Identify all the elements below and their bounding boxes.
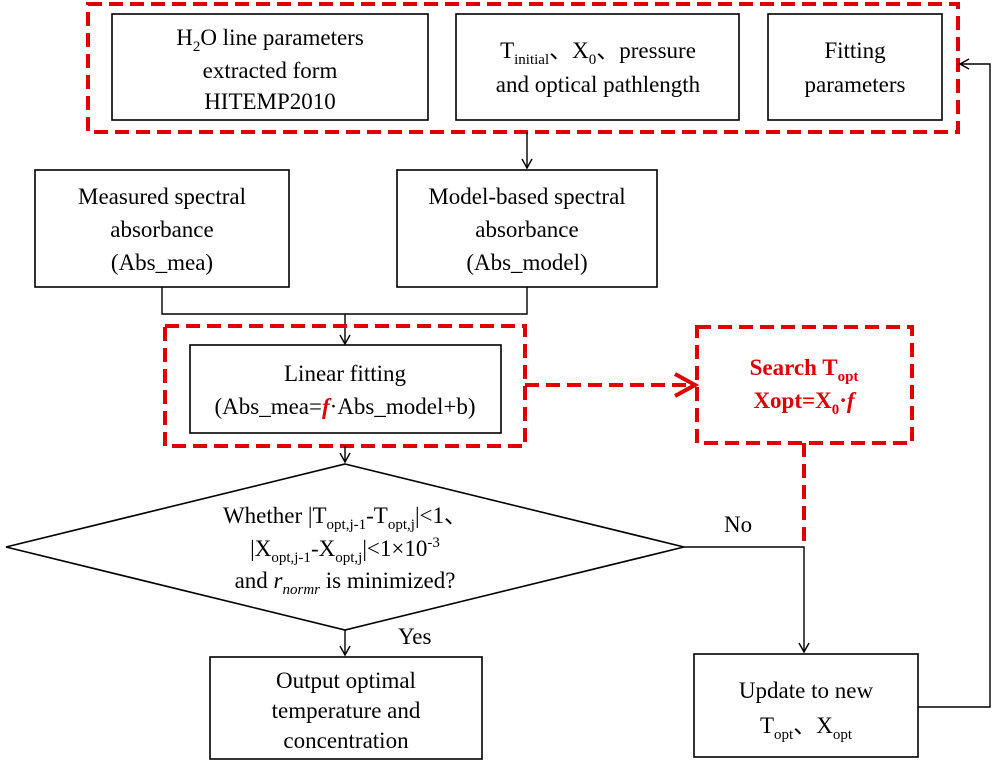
- search-line2: Xopt=X0·f: [753, 388, 856, 418]
- initial-params-line2: and optical pathlength: [496, 72, 701, 97]
- fitting-params-line1: Fitting: [824, 38, 886, 63]
- initial-parameters-box: Tinitial、X0、pressure and optical pathlen…: [455, 13, 740, 121]
- output-line3: concentration: [283, 728, 409, 753]
- model-line1: Model-based spectral: [428, 184, 625, 209]
- search-optimal-box: Search Topt Xopt=X0·f: [695, 325, 914, 445]
- measured-line2: absorbance: [110, 217, 213, 242]
- model-based-absorbance-box: Model-based spectral absorbance (Abs_mod…: [396, 169, 658, 288]
- initial-params-line1: Tinitial、X0、pressure: [500, 38, 696, 68]
- output-box: Output optimal temperature and concentra…: [209, 656, 483, 760]
- update-line1: Update to new: [739, 678, 874, 703]
- decision-line1: Whether |Topt,j-1-Topt,j|<1、: [223, 503, 467, 533]
- model-line3: (Abs_model): [466, 250, 587, 275]
- h2o-params-line2: extracted form: [203, 58, 338, 83]
- edge-merge: [161, 287, 528, 315]
- measured-line3: (Abs_mea): [111, 250, 213, 275]
- decision-diamond: Whether |Topt,j-1-Topt,j|<1、 |Xopt,j-1-X…: [5, 463, 685, 631]
- h2o-params-line1: H2O line parameters: [176, 25, 364, 55]
- measured-line1: Measured spectral: [78, 184, 246, 209]
- linear-fitting-line1: Linear fitting: [284, 361, 406, 386]
- h2o-params-line3: HITEMP2010: [204, 89, 336, 114]
- edge-no-branch: [684, 546, 810, 654]
- search-line1: Search Topt: [750, 355, 859, 385]
- no-label: No: [724, 512, 752, 537]
- model-line2: absorbance: [475, 217, 578, 242]
- output-line2: temperature and: [272, 698, 421, 723]
- linear-fitting-line2: (Abs_mea=f·Abs_model+b): [214, 394, 475, 419]
- linear-fitting-box: Linear fitting (Abs_mea=f·Abs_model+b): [189, 344, 502, 434]
- update-line2: Topt、Xopt: [760, 713, 853, 743]
- update-box: Update to new Topt、Xopt: [693, 653, 919, 758]
- decision-line2: |Xopt,j-1-Xopt,j|<1×10-3: [250, 535, 440, 566]
- yes-label: Yes: [398, 624, 432, 649]
- edge-feedback-loop: [918, 58, 991, 708]
- input-group-highlight: [86, 2, 960, 134]
- decision-line3: and rnormr is minimized?: [235, 568, 456, 598]
- h2o-line-parameters-box: H2O line parameters extracted form HITEM…: [111, 13, 429, 121]
- fitting-params-line2: parameters: [805, 72, 906, 97]
- fitting-parameters-box: Fitting parameters: [767, 13, 943, 121]
- measured-absorbance-box: Measured spectral absorbance (Abs_mea): [34, 169, 290, 288]
- output-line1: Output optimal: [276, 668, 416, 693]
